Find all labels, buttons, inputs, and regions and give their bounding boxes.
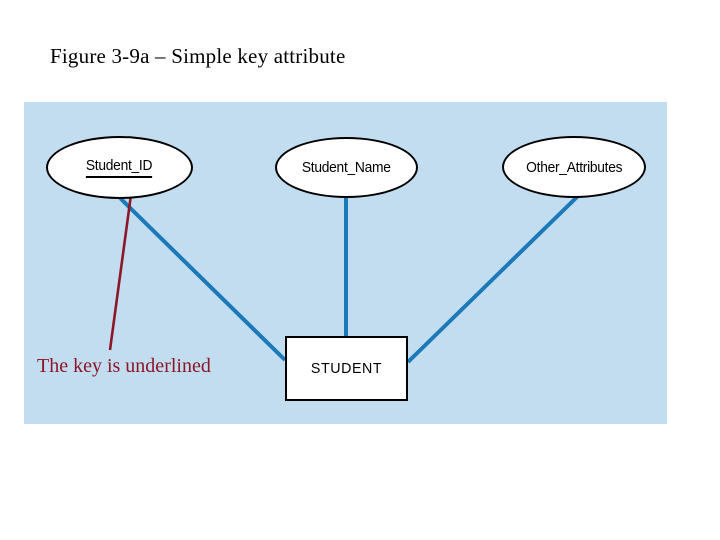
attribute-ellipse-student-name[interactable]: Student_Name bbox=[275, 137, 418, 198]
attribute-label-other-attributes: Other_Attributes bbox=[525, 158, 623, 176]
attribute-ellipse-other-attributes[interactable]: Other_Attributes bbox=[502, 136, 646, 198]
figure-caption: Figure 3-9a – Simple key attribute bbox=[50, 44, 346, 68]
entity-label-student: STUDENT bbox=[310, 360, 383, 377]
annotation-arrow bbox=[108, 172, 140, 351]
attribute-label-student-name: Student_Name bbox=[302, 159, 391, 176]
connector-layer bbox=[108, 172, 580, 364]
attribute-label-student-id: Student_ID bbox=[86, 157, 153, 178]
entity-box-student[interactable]: STUDENT bbox=[285, 336, 408, 401]
connector-student-id bbox=[118, 196, 287, 362]
attribute-ellipse-student-id[interactable]: Student_ID bbox=[46, 136, 193, 199]
annotation-key-note: The key is underlined bbox=[37, 355, 211, 377]
er-diagram-panel: Student_ID Student_Name Other_Attributes… bbox=[24, 102, 667, 424]
connector-other-attributes bbox=[406, 194, 580, 364]
